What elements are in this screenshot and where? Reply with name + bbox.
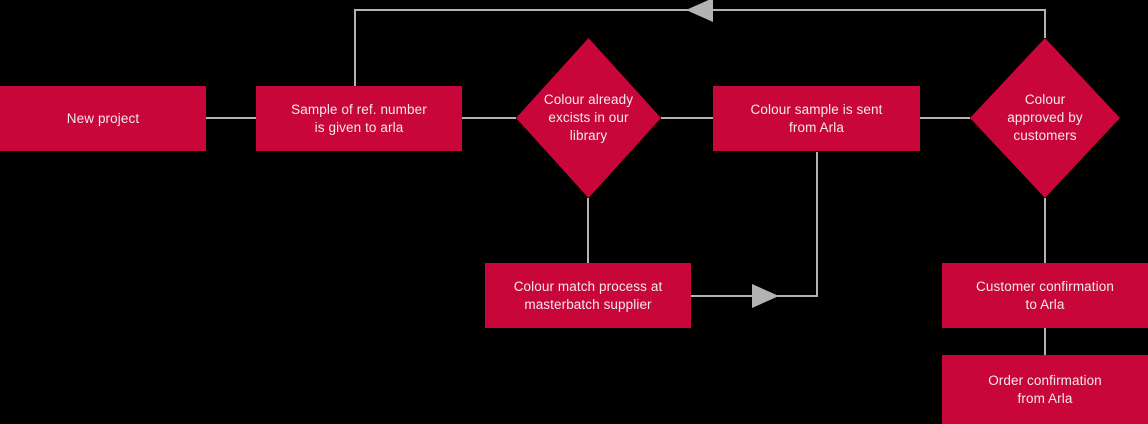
node-customer-confirmation[interactable]: Customer confirmation to Arla <box>942 263 1148 328</box>
node-colour-approved-label: Colour approved by customers <box>1007 92 1083 143</box>
node-order-confirmation-label: Order confirmation from Arla <box>988 372 1102 406</box>
node-customer-confirmation-label: Customer confirmation to Arla <box>976 278 1114 312</box>
node-colour-approved[interactable]: Colour approved by customers <box>970 38 1120 198</box>
connector-approved-decision-feedback-loop <box>354 9 1046 86</box>
node-colour-sample-sent-label: Colour sample is sent from Arla <box>750 101 883 135</box>
node-new-project[interactable]: New project <box>0 86 206 151</box>
node-colour-match-process-label: Colour match process at masterbatch supp… <box>513 278 663 312</box>
node-sample-ref-number[interactable]: Sample of ref. number is given to arla <box>256 86 462 151</box>
arrow-right-colour-match-loop <box>752 284 779 308</box>
node-colour-in-library[interactable]: Colour already excists in our library <box>516 38 661 198</box>
arrow-left-feedback-loop <box>686 0 713 22</box>
node-sample-ref-number-label: Sample of ref. number is given to arla <box>291 101 427 135</box>
node-colour-sample-sent[interactable]: Colour sample is sent from Arla <box>713 86 920 151</box>
node-colour-in-library-label: Colour already excists in our library <box>543 92 634 143</box>
node-colour-match-process[interactable]: Colour match process at masterbatch supp… <box>485 263 691 328</box>
node-order-confirmation[interactable]: Order confirmation from Arla <box>942 355 1148 424</box>
node-new-project-label: New project <box>66 110 140 126</box>
connector-colour-match-loop <box>691 152 818 297</box>
